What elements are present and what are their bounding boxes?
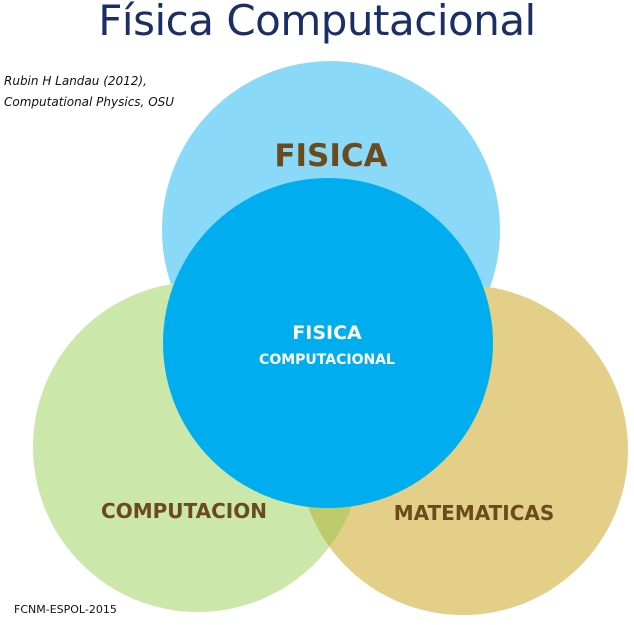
page-title: Física Computacional bbox=[98, 0, 536, 45]
fisica-computacional-circle bbox=[163, 178, 493, 508]
center-label-line2: COMPUTACIONAL bbox=[259, 352, 395, 368]
citation-line-author: Rubin H Landau (2012), bbox=[4, 74, 147, 88]
center-label-line1: FISICA bbox=[292, 322, 362, 344]
footer-credit: FCNM-ESPOL-2015 bbox=[14, 603, 117, 616]
citation: Rubin H Landau (2012), Computational Phy… bbox=[4, 71, 174, 113]
citation-line-source: Computational Physics, OSU bbox=[4, 95, 175, 109]
matematicas-label: MATEMATICAS bbox=[394, 501, 555, 525]
computacion-label: COMPUTACION bbox=[101, 499, 267, 523]
fisica-label: FISICA bbox=[274, 138, 387, 174]
